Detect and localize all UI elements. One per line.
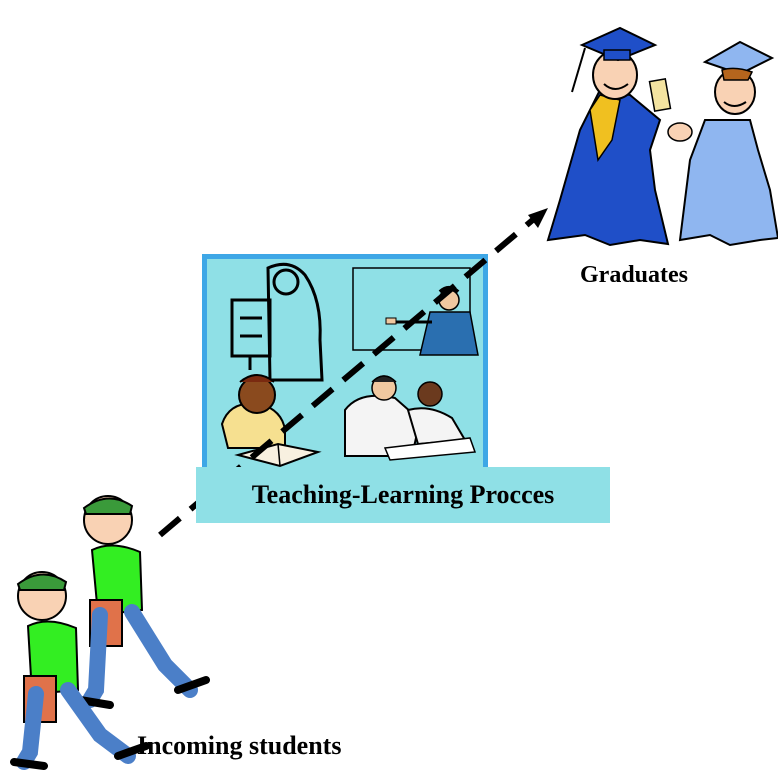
walking-students-illustration <box>10 495 210 770</box>
student-reading-icon <box>220 374 322 468</box>
process-label-box: Teaching-Learning Procces <box>196 467 610 523</box>
graduates-illustration <box>546 26 778 247</box>
teacher-at-board-icon <box>352 267 479 356</box>
process-label: Teaching-Learning Procces <box>251 480 555 509</box>
graduates-label: Graduates <box>580 262 688 288</box>
students-writing-icon <box>344 375 477 461</box>
lab-scientist-icon <box>230 262 324 382</box>
incoming-students-label: Incoming students <box>137 731 342 760</box>
